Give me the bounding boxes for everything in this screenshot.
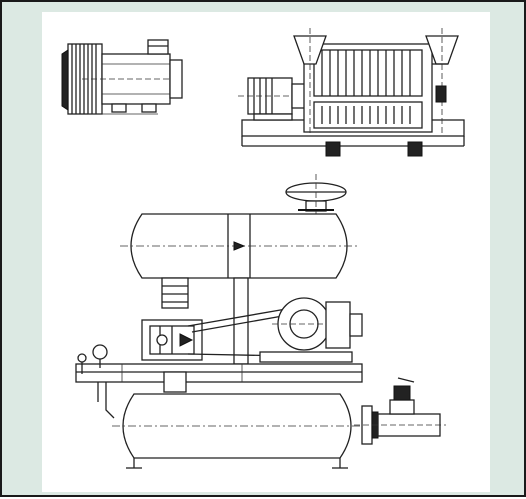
- filter-plates-upper: [321, 50, 411, 96]
- assembly-elevation-view: [75, 174, 446, 469]
- filter-unit-side-view: [238, 28, 465, 157]
- filter-plates-lower: [321, 106, 411, 124]
- blower-top-view: [61, 39, 183, 115]
